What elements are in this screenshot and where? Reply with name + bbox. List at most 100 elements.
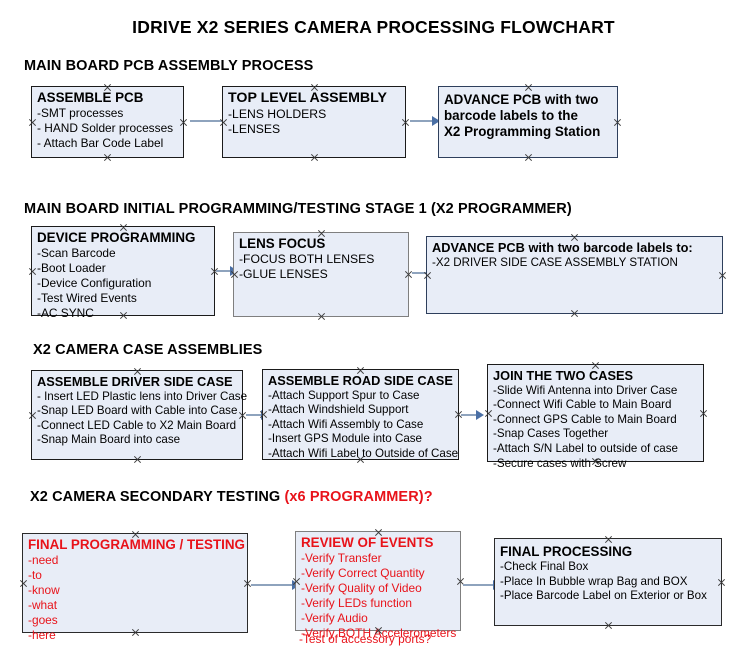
connector-arrow — [410, 120, 433, 122]
box-line: -Place In Bubble wrap Bag and BOX — [500, 574, 688, 588]
box-line: -Verify Correct Quantity — [301, 566, 425, 580]
box-line: -to — [28, 568, 42, 582]
box-heading: JOIN THE TWO CASES — [493, 368, 634, 383]
box-line: - Insert LED Plastic lens into Driver Ca… — [37, 389, 248, 403]
resize-handle-bottom[interactable] — [524, 153, 533, 162]
box-line: -know — [28, 583, 60, 597]
box-line: - Attach Bar Code Label — [37, 136, 164, 150]
flow-box-assemble-pcb[interactable]: ASSEMBLE PCB -SMT processes - HAND Solde… — [31, 86, 184, 158]
section-title-2-text: MAIN BOARD INITIAL PROGRAMMING/TESTING S… — [24, 201, 572, 217]
box-heading: FINAL PROGRAMMING / TESTING — [28, 537, 245, 552]
resize-handle-top[interactable] — [604, 535, 613, 544]
resize-handle-right[interactable] — [718, 271, 727, 280]
box-line: -Device Configuration — [37, 276, 152, 290]
resize-handle-bottom[interactable] — [133, 455, 142, 464]
box-line: -Verify LEDs function — [301, 596, 413, 610]
box-line: -Connect GPS Cable to Main Board — [493, 412, 677, 426]
box-line: -Attach Windshield Support — [268, 403, 409, 417]
resize-handle-bottom[interactable] — [103, 153, 112, 162]
box-line: barcode labels to the — [444, 108, 578, 123]
box-line: -LENS HOLDERS — [228, 106, 327, 121]
flow-box-device-programming[interactable]: DEVICE PROGRAMMING -Scan Barcode -Boot L… — [28, 226, 215, 320]
box-line: - HAND Solder processes — [37, 121, 174, 135]
section-title-4-text: X2 CAMERA SECONDARY TESTING — [30, 489, 285, 505]
box-line: -Place Barcode Label on Exterior or Box — [500, 589, 707, 603]
connector-arrow — [463, 584, 494, 586]
box-line: -Test Wired Events — [37, 291, 137, 305]
box-line: -GLUE LENSES — [239, 267, 328, 282]
box-heading: ADVANCE PCB with two — [444, 92, 599, 107]
box-line: -Boot Loader — [37, 261, 106, 275]
resize-handle-left[interactable] — [219, 118, 228, 127]
flow-box-lens-focus[interactable]: LENS FOCUS -FOCUS BOTH LENSES -GLUE LENS… — [233, 232, 409, 317]
resize-handle-bottom[interactable] — [604, 621, 613, 630]
resize-handle-left[interactable] — [484, 409, 493, 418]
flow-box-top-level-assembly[interactable]: TOP LEVEL ASSEMBLY -LENS HOLDERS -LENSES — [222, 86, 406, 158]
box-line: -Connect Wifi Cable to Main Board — [493, 398, 672, 412]
connector-arrow — [246, 414, 262, 416]
box-line: -Verify Quality of Video — [301, 581, 422, 595]
resize-handle-left[interactable] — [28, 118, 37, 127]
box-line: -X2 DRIVER SIDE CASE ASSEMBLY STATION — [432, 255, 678, 269]
box-line: -Connect LED Cable to X2 Main Board — [37, 418, 237, 432]
section-title-2: MAIN BOARD INITIAL PROGRAMMING/TESTING S… — [24, 201, 572, 217]
connector-arrow — [216, 270, 231, 272]
flow-box-review-of-events[interactable]: REVIEW OF EVENTS -Verify Transfer -Verif… — [295, 531, 461, 646]
resize-handle-bottom[interactable] — [570, 309, 579, 318]
box-line: -Attach Wifi Assembly to Case — [268, 417, 424, 431]
box-heading: TOP LEVEL ASSEMBLY — [228, 90, 387, 106]
section-title-1-text: MAIN BOARD PCB ASSEMBLY PROCESS — [24, 58, 314, 74]
box-line: -SMT processes — [37, 106, 124, 120]
flow-box-join-the-two-cases[interactable]: JOIN THE TWO CASES -Slide Wifi Antenna i… — [484, 364, 704, 470]
box-line: -Check Final Box — [500, 560, 589, 573]
flow-box-advance-pcb-driver-side[interactable]: ADVANCE PCB with two barcode labels to: … — [426, 236, 723, 314]
box-heading: FINAL PROCESSING — [500, 544, 633, 559]
section-title-3-text: X2 CAMERA CASE ASSEMBLIES — [33, 342, 263, 358]
box-line: -Attach Support Spur to Case — [268, 388, 420, 402]
box-line: -LENSES — [228, 121, 281, 136]
box-line: -Snap LED Board with Cable into Case — [37, 404, 238, 418]
box-line: -FOCUS BOTH LENSES — [239, 252, 375, 266]
box-line: -Attach Wifi Label to Outside of Case — [268, 446, 459, 460]
box-line: -Scan Barcode — [37, 246, 116, 260]
box-line: -goes — [28, 613, 58, 627]
resize-handle-left[interactable] — [19, 579, 28, 588]
section-title-4-accent: (x6 PROGRAMMER)? — [284, 489, 433, 505]
box-line: -Attach S/N Label to outside of case — [493, 441, 678, 455]
box-line: -need — [28, 553, 59, 567]
resize-handle-top[interactable] — [524, 83, 533, 92]
box-line: -Snap Cases Together — [493, 427, 609, 441]
flow-box-assemble-driver-side-case[interactable]: ASSEMBLE DRIVER SIDE CASE - Insert LED P… — [28, 370, 248, 460]
box-line: -what — [28, 598, 58, 612]
box-line: -here — [28, 628, 56, 642]
box-heading: ASSEMBLE DRIVER SIDE CASE — [37, 374, 233, 389]
connector-arrow — [461, 414, 477, 416]
resize-handle-left[interactable] — [28, 267, 37, 276]
connector-arrow — [190, 120, 228, 122]
connector-arrow — [412, 272, 429, 274]
resize-handle-bottom[interactable] — [317, 312, 326, 321]
box-heading: ASSEMBLE ROAD SIDE CASE — [268, 373, 453, 388]
box-heading: REVIEW OF EVENTS — [301, 535, 434, 550]
section-title-3: X2 CAMERA CASE ASSEMBLIES — [33, 342, 262, 358]
box-line: -Insert GPS Module into Case — [268, 432, 423, 446]
box-line: -Snap Main Board into case — [37, 433, 181, 447]
box-heading: ASSEMBLE PCB — [37, 90, 144, 105]
box-heading: DEVICE PROGRAMMING — [37, 230, 196, 245]
box-line: -Secure cases with Screw — [493, 456, 627, 470]
box-line: -Verify Transfer — [301, 551, 382, 565]
box-line: -Verify Audio — [301, 611, 368, 625]
section-title-4: X2 CAMERA SECONDARY TESTING (x6 PROGRAMM… — [30, 489, 433, 505]
flow-box-advance-pcb-station[interactable]: ADVANCE PCB with two barcode labels to t… — [438, 86, 618, 158]
box-heading: LENS FOCUS — [239, 236, 326, 251]
box-line-overflow: -Test of accessory ports? — [299, 632, 432, 646]
box-line: -Slide Wifi Antenna into Driver Case — [493, 383, 678, 397]
flow-box-final-processing[interactable]: FINAL PROCESSING -Check Final Box -Place… — [494, 538, 722, 626]
box-heading: ADVANCE PCB with two barcode labels to: — [432, 240, 693, 255]
resize-handle-bottom[interactable] — [310, 153, 319, 162]
flow-box-final-programming-testing[interactable]: FINAL PROGRAMMING / TESTING -need -to -k… — [19, 533, 248, 642]
flow-box-assemble-road-side-case[interactable]: ASSEMBLE ROAD SIDE CASE -Attach Support … — [262, 369, 459, 460]
section-title-1: MAIN BOARD PCB ASSEMBLY PROCESS — [24, 58, 313, 74]
connector-arrow — [251, 584, 293, 586]
resize-handle-left[interactable] — [28, 411, 37, 420]
